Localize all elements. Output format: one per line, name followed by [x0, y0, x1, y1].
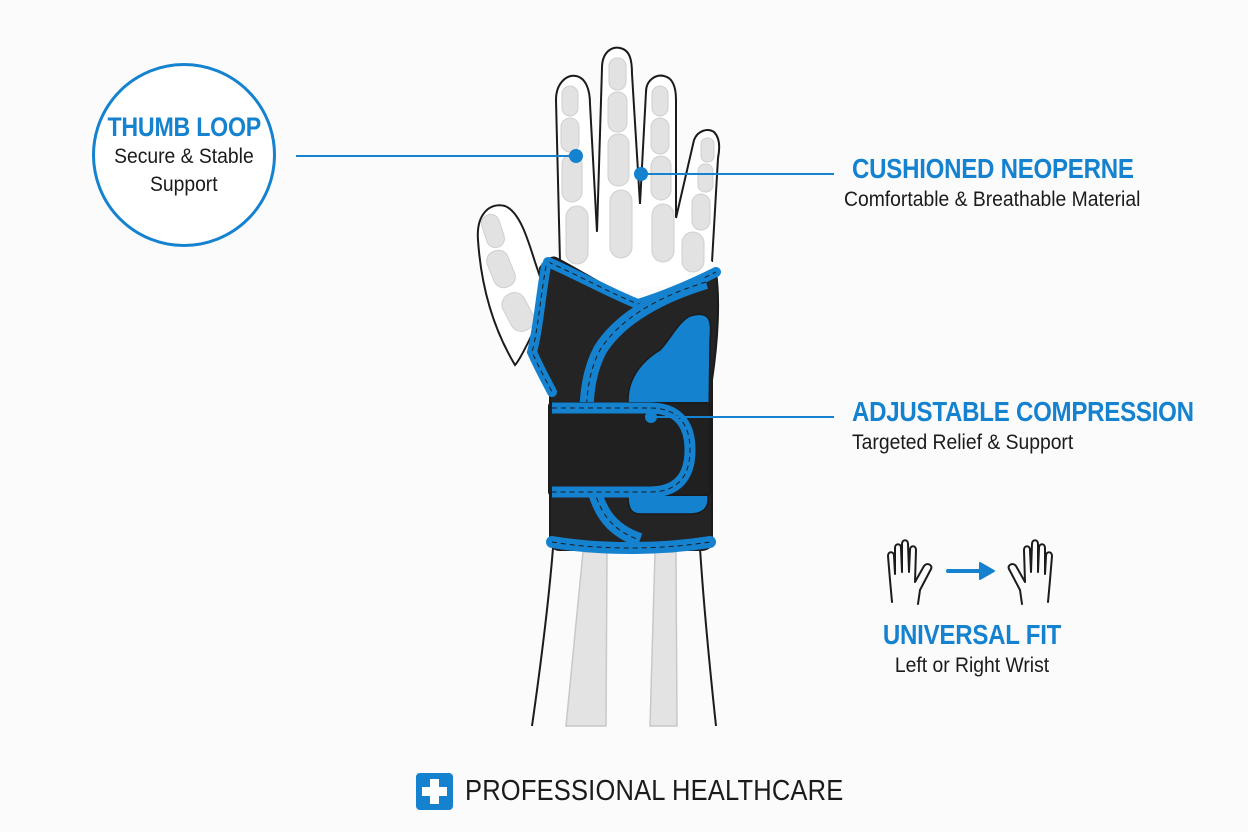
thumb-loop-callout: THUMB LOOP Secure & Stable Support: [92, 63, 276, 247]
neoprene-subtitle: Comfortable & Breathable Material: [844, 188, 1141, 211]
thumb-loop-line2: Support: [150, 173, 218, 196]
universal-fit-title: UNIVERSAL FIT: [882, 619, 1062, 650]
wrist-brace: [526, 256, 721, 554]
thumb-loop-title: THUMB LOOP: [107, 112, 261, 142]
universal-fit-callout: UNIVERSAL FIT Left or Right Wrist: [854, 618, 1090, 680]
medical-cross-icon: [416, 773, 453, 810]
neoprene-title: CUSHIONED NEOPERNE: [852, 153, 1134, 184]
callout-connectors: [296, 149, 834, 423]
compression-title: ADJUSTABLE COMPRESSION: [852, 396, 1194, 427]
right-hand-icon: [1007, 539, 1053, 605]
footer-brand: PROFESSIONAL HEALTHCARE: [416, 773, 895, 810]
forearm: [531, 547, 717, 727]
footer-label: PROFESSIONAL HEALTHCARE: [465, 775, 844, 807]
arrow-right-icon: [946, 562, 995, 580]
compression-callout: ADJUSTABLE COMPRESSION Targeted Relief &…: [852, 395, 1248, 457]
universal-fit-subtitle: Left or Right Wrist: [894, 654, 1050, 677]
universal-fit-icons: [887, 539, 1053, 605]
thumb-loop-line1: Secure & Stable: [114, 145, 254, 168]
left-hand-icon: [887, 539, 933, 605]
neoprene-callout: CUSHIONED NEOPERNE Comfortable & Breatha…: [844, 152, 1180, 214]
compression-subtitle: Targeted Relief & Support: [852, 431, 1074, 454]
